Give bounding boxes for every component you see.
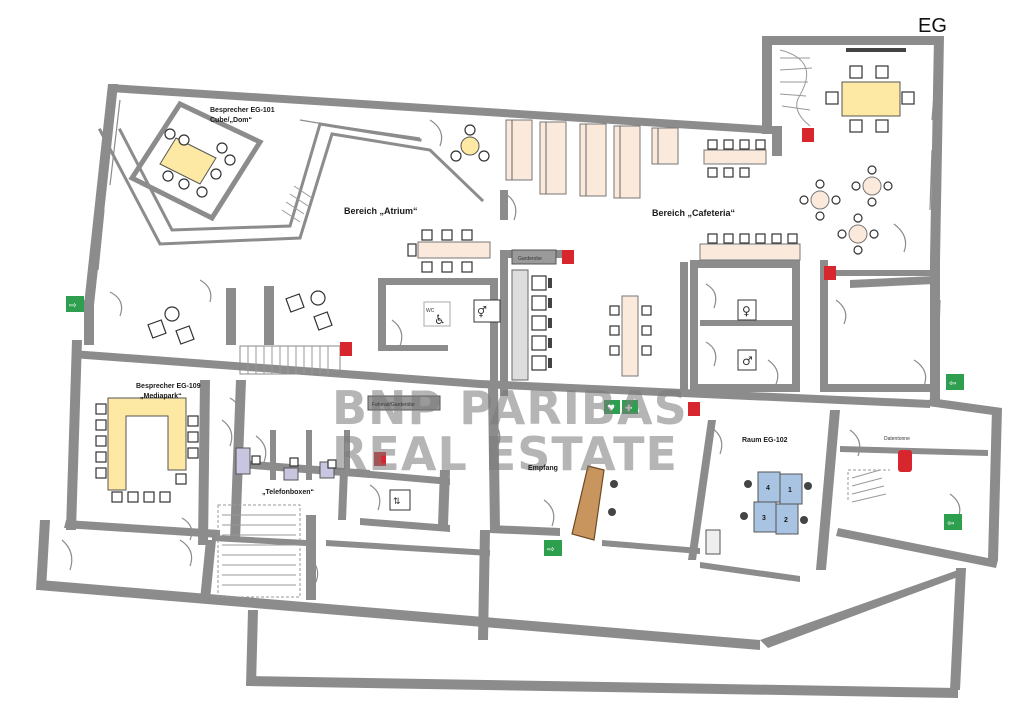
meeting-table-eg109 [95,397,199,503]
staircase-lower [217,504,301,598]
staircase-right [847,469,890,503]
meeting-table-eg101 [159,128,236,198]
svg-text:✚: ✚ [625,404,633,414]
svg-text:⇅: ⇅ [393,497,401,507]
round-table-atrium [450,124,490,162]
staircase-left [239,345,341,375]
female-restroom-icon: ♂ [737,349,757,371]
doors [61,119,961,583]
svg-text:⇦: ⇦ [947,519,955,529]
svg-text:⇨: ⇨ [547,545,555,555]
desk-number: 2 [784,517,788,524]
meeting-table-tower [825,48,915,133]
room-label-eg102: Raum EG-102 [742,437,788,444]
room-label-empfang: Empfang [528,465,558,472]
printer-icon [705,529,721,555]
svg-text:♥: ♥ [607,404,615,414]
male-restroom-icon: ⚥ [473,299,501,323]
desk-number: 1 [788,487,792,494]
svg-text:⇨: ⇨ [69,301,77,311]
exit-sign-icon: ⇨ [66,296,84,312]
desk-number: 4 [766,485,770,492]
exit-sign-icon: ⇨ [544,540,562,556]
fire-extinguisher-icon [340,342,352,356]
lockers [511,269,552,381]
cafeteria-table-top [703,139,767,178]
exit-sign-icon: ⇦ [946,374,964,390]
svg-text:♿: ♿ [434,313,446,328]
cafeteria-counter [699,233,801,261]
label-wc: WC [426,308,435,314]
fire-extinguisher-icon [562,250,574,264]
round-cafe-tables [799,165,893,255]
cafeteria-benches [505,119,679,199]
svg-text:♂: ♂ [742,354,753,368]
watermark-line1: BNP PARIBAS [332,381,688,435]
reception-desk [571,465,618,541]
area-label-atrium: Bereich „Atrium“ [344,206,418,216]
svg-text:⚥: ⚥ [477,306,487,319]
defibrillator-icon: ♥ [604,400,620,414]
wheelchair-icon: ♿ [423,301,451,328]
windows [73,69,997,581]
label-garderobe: Garderobe [518,256,542,262]
label-fahrrad-garderobe: Fahrrad/Garderobe [372,402,415,408]
fire-extinguisher-icon [374,452,386,466]
fire-extinguisher-icon [802,128,814,142]
desks-eg102 [740,471,812,535]
first-aid-icon: ✚ [622,400,638,414]
room-label-eg101-sub: Cube/„Dom“ [210,117,252,124]
room-label-eg109: Besprecher EG-109 [136,383,201,390]
exit-sign-icon: ⇦ [944,514,962,530]
room-label-eg101: Besprecher EG-101 [210,107,275,114]
fire-extinguisher-icon [824,266,836,280]
phone-booth-desks [235,447,337,481]
trash-bin-icon [898,450,912,472]
cafeteria-long-table [609,295,652,377]
elevator-icon: ⇅ [389,489,411,511]
svg-text:⇦: ⇦ [949,379,957,389]
fire-extinguisher-icon [688,402,700,416]
svg-text:♀: ♀ [742,304,751,318]
watermark-line2: REAL ESTATE [332,427,678,481]
area-label-cafeteria: Bereich „Cafeteria“ [652,208,735,218]
staircase-tower [779,49,813,127]
desk-number: 3 [762,515,766,522]
inner-walls [97,100,988,640]
room-label-eg109-sub: „Mediapark“ [140,393,182,400]
room-label-telefonboxen: „Telefonboxen“ [262,489,314,496]
atrium-table [407,229,491,273]
room-label-datentonne: Datentonne [884,436,910,442]
atrium-steps [281,185,313,223]
male-restroom-icon: ♀ [737,299,757,321]
floor-label: EG [918,15,947,37]
lounge-chairs [147,290,333,345]
